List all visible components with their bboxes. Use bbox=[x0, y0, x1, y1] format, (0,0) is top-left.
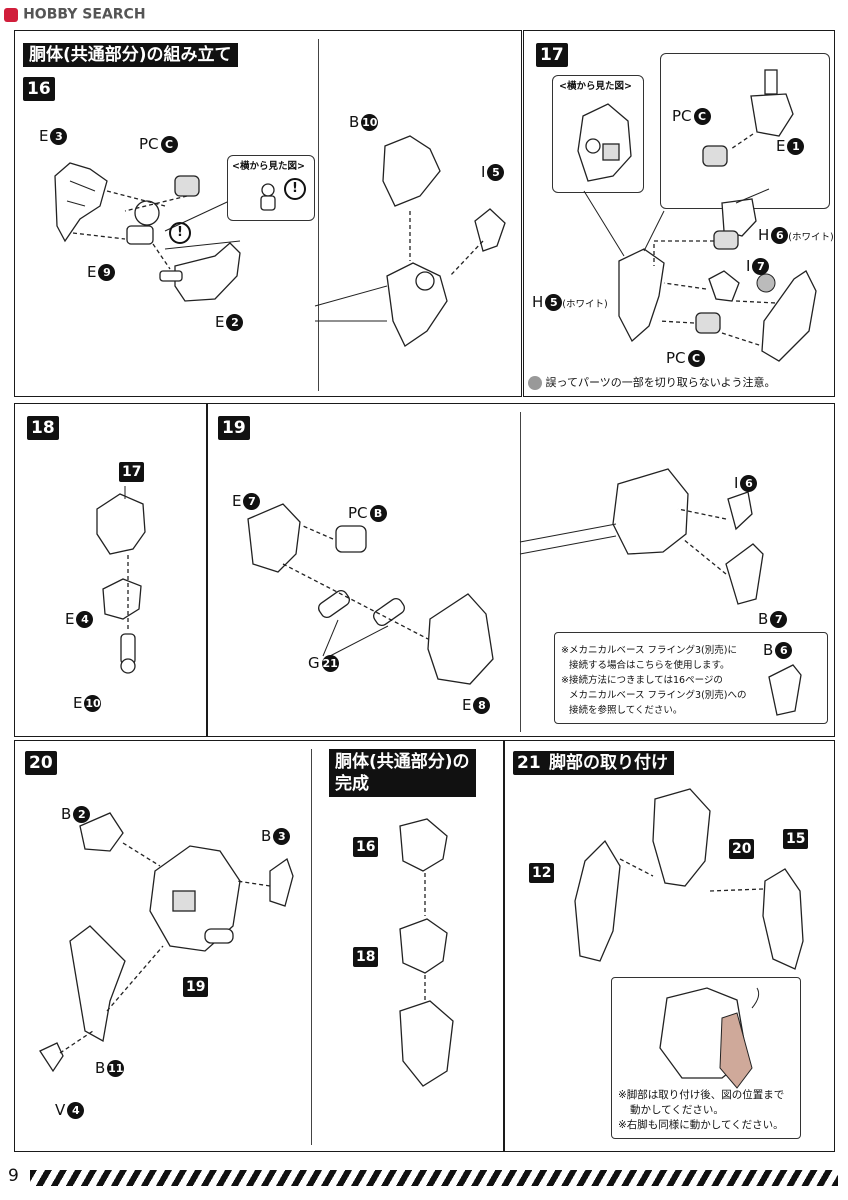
note-19-line3: ※接続方法につきましては16ページの bbox=[561, 675, 723, 686]
step-number-20: 20 bbox=[25, 751, 57, 775]
step-19-illustration bbox=[247, 468, 764, 685]
ref-tag-16: 16 bbox=[353, 837, 379, 857]
note-21-line3: ※右脚も同様に動かしてください。 bbox=[618, 1119, 784, 1131]
complete-illustration bbox=[399, 818, 454, 1087]
caution-icon-2: ! bbox=[169, 222, 191, 244]
note-21-line2: 動かしてください。 bbox=[630, 1104, 724, 1116]
detail-box-21: ※脚部は取り付け後、図の位置まで 動かしてください。 ※右脚も同様に動かしてくだ… bbox=[611, 977, 801, 1139]
ref-tag-19: 19 bbox=[183, 977, 209, 997]
step-number-17: 17 bbox=[536, 43, 568, 67]
panel-step-21: 21 脚部の取り付け 20 12 15 ※脚部は取り付け後、図の位置まで 動かし… bbox=[504, 740, 835, 1152]
caution-icon: ! bbox=[284, 178, 306, 200]
divider-line bbox=[318, 39, 319, 391]
step-number-16: 16 bbox=[23, 77, 55, 101]
note-box-19: ※メカニカルベース フライング3(別売)に 接続する場合はこちらを使用します。 … bbox=[554, 632, 828, 724]
caution-note-17: 誤ってパーツの一部を切り取らないよう注意。 bbox=[528, 375, 776, 390]
step-17-illustration bbox=[583, 188, 817, 362]
logo-icon bbox=[4, 7, 18, 22]
step-number-18: 18 bbox=[27, 416, 59, 440]
note-19-line5: 接続を参照してください。 bbox=[569, 705, 683, 716]
divider-line-20 bbox=[311, 749, 312, 1145]
detail-box-17 bbox=[660, 53, 830, 209]
step-number-19: 19 bbox=[218, 416, 250, 440]
ref-tag-20: 20 bbox=[729, 839, 755, 859]
step-number-21: 21 bbox=[513, 751, 545, 775]
note-19-line4: メカニカルベース フライング3(別売)への bbox=[569, 690, 747, 701]
ref-tag-17: 17 bbox=[119, 462, 145, 482]
step-18-illustration bbox=[96, 486, 146, 674]
step-16-illustration bbox=[54, 135, 506, 347]
step-21-illustration bbox=[574, 788, 804, 970]
ref-tag-15: 15 bbox=[783, 829, 809, 849]
side-view-box-17: <横から見た図> bbox=[552, 75, 644, 193]
section-title-body-assembly: 胴体(共通部分)の組み立て bbox=[23, 43, 238, 67]
ref-tag-18: 18 bbox=[353, 947, 379, 967]
side-view-label: <横から見た図> bbox=[232, 161, 305, 172]
header-logo: HOBBY SEARCH bbox=[4, 4, 146, 24]
footer-stripe bbox=[30, 1170, 838, 1186]
complete-title: 胴体(共通部分)の 完成 bbox=[329, 749, 476, 797]
page-number: 9 bbox=[8, 1166, 19, 1186]
ref-tag-12: 12 bbox=[529, 863, 555, 883]
step-20-illustration bbox=[39, 812, 294, 1073]
section-title-leg-attach: 脚部の取り付け bbox=[543, 751, 674, 775]
side-view-label: <横から見た図> bbox=[559, 81, 632, 92]
side-view-box: <横から見た図> ! bbox=[227, 155, 315, 221]
note-19-line1: ※メカニカルベース フライング3(別売)に bbox=[561, 645, 737, 656]
note-21-line1: ※脚部は取り付け後、図の位置まで bbox=[618, 1089, 785, 1101]
logo-text: HOBBY SEARCH bbox=[23, 6, 146, 23]
caution-face-icon bbox=[528, 376, 542, 390]
note-19-line2: 接続する場合はこちらを使用します。 bbox=[569, 660, 730, 671]
divider-line-19 bbox=[520, 412, 521, 732]
